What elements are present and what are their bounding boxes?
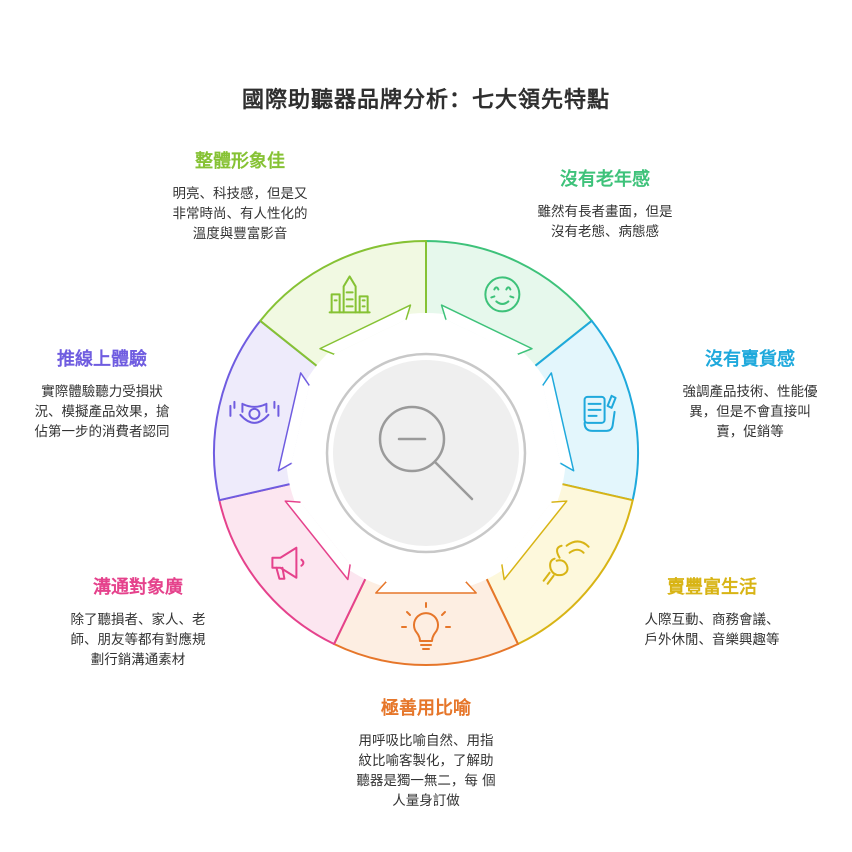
label-no-hard-sell-heading: 沒有賣貨感 bbox=[705, 349, 795, 370]
label-overall-image: 整體形象佳 明亮、科技感，但是又 非常時尚、有人性化的 溫度與豐富影音 bbox=[150, 150, 330, 244]
hub bbox=[333, 360, 519, 546]
ring-tab bbox=[375, 580, 477, 594]
city-icon bbox=[328, 275, 371, 314]
label-no-aging-heading: 沒有老年感 bbox=[560, 169, 650, 190]
label-no-hard-sell: 沒有賣貨感 強調產品技術、性能優 異，但是不會直接叫 賣，促銷等 bbox=[660, 348, 840, 442]
lightbulb-icon bbox=[401, 602, 451, 650]
label-online-experience-heading: 推線上體驗 bbox=[57, 349, 147, 370]
vr-headset-icon bbox=[229, 400, 280, 424]
label-broad-audience-heading: 溝通對象廣 bbox=[93, 577, 183, 598]
label-rich-life: 賣豐富生活 人際互動、商務會議、 戶外休閒、音樂興趣等 bbox=[622, 576, 802, 650]
label-overall-image-text: 明亮、科技感，但是又 非常時尚、有人性化的 溫度與豐富影音 bbox=[172, 186, 308, 242]
label-overall-image-heading: 整體形象佳 bbox=[195, 151, 285, 172]
label-broad-audience: 溝通對象廣 除了聽損者、家人、老 師、朋友等都有對應規 劃行銷溝通素材 bbox=[48, 576, 228, 670]
label-no-aging: 沒有老年感 雖然有長者畫面，但是 沒有老態、病態感 bbox=[515, 168, 695, 242]
label-no-aging-text: 雖然有長者畫面，但是 沒有老態、病態感 bbox=[537, 204, 673, 240]
label-online-experience: 推線上體驗 實際體驗聽力受損狀 況、模擬產品效果，搶 佔第一步的消費者認同 bbox=[12, 348, 192, 442]
label-metaphor: 極善用比喻 用呼吸比喻自然、用指 紋比喻客製化，了解助 聽器是獨一無二，每 個 … bbox=[336, 697, 516, 811]
label-no-hard-sell-text: 強調產品技術、性能優 異，但是不會直接叫 賣，促銷等 bbox=[682, 384, 818, 440]
label-metaphor-heading: 極善用比喻 bbox=[381, 698, 471, 719]
label-broad-audience-text: 除了聽損者、家人、老 師、朋友等都有對應規 劃行銷溝通素材 bbox=[70, 612, 206, 668]
magnifier-icon bbox=[378, 405, 474, 501]
megaphone-icon bbox=[271, 546, 305, 580]
label-metaphor-text: 用呼吸比喻自然、用指 紋比喻客製化，了解助 聽器是獨一無二，每 個 人量身訂做 bbox=[356, 733, 496, 809]
label-online-experience-text: 實際體驗聽力受損狀 況、模擬產品效果，搶 佔第一步的消費者認同 bbox=[34, 384, 170, 440]
face-icon bbox=[484, 276, 521, 313]
label-rich-life-heading: 賣豐富生活 bbox=[667, 577, 757, 598]
label-rich-life-text: 人際互動、商務會議、 戶外休閒、音樂興趣等 bbox=[644, 612, 780, 648]
hearing-aid-icon bbox=[542, 540, 590, 585]
diagram-title: 國際助聽器品牌分析：七大領先特點 bbox=[241, 88, 610, 113]
document-icon bbox=[583, 394, 617, 432]
